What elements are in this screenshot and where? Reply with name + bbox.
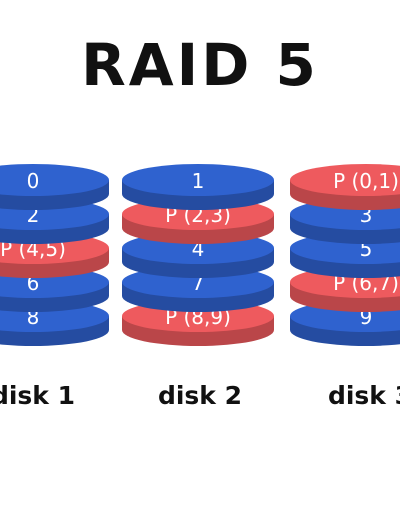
platter-top — [0, 164, 109, 196]
platter-top — [122, 164, 274, 196]
platter-top — [290, 164, 400, 196]
block-label: 0 — [27, 169, 40, 193]
parity-block: P (0,1) — [290, 164, 400, 210]
page-title: RAID 5 — [81, 31, 319, 99]
data-block: 1 — [122, 164, 274, 210]
data-block: 0 — [0, 164, 109, 210]
block-label: 1 — [192, 169, 205, 193]
disk-stack: 86P (4,5)20 — [0, 164, 109, 346]
disk-stack: 9P (6,7)53P (0,1) — [290, 164, 400, 346]
disk-stack: P (8,9)74P (2,3)1 — [122, 164, 274, 346]
block-label: P (0,1) — [333, 169, 399, 193]
disk-label: disk 1 — [0, 381, 76, 410]
disk-label: disk 3 — [327, 381, 400, 410]
disk-label: disk 2 — [157, 381, 243, 410]
